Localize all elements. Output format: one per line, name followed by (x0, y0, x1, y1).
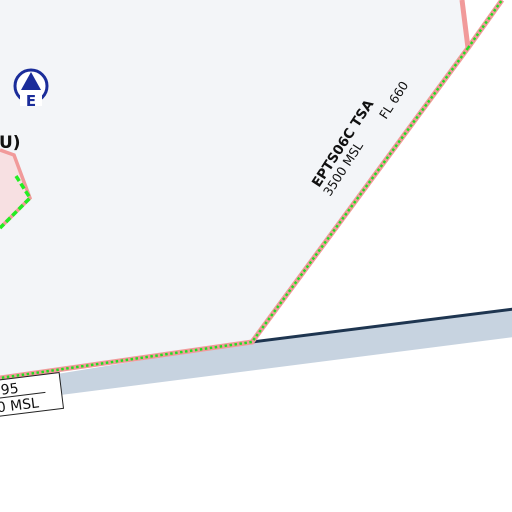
airway-label-line2: 0 MSL (0, 395, 40, 416)
restricted-zone-fragment[interactable] (0, 150, 30, 228)
waypoint-letter: E (26, 92, 36, 110)
restricted-zone-dashed (0, 175, 33, 230)
airway-label-box[interactable]: 95 0 MSL (0, 372, 65, 418)
waypoint-symbol-icon[interactable]: E (13, 68, 49, 110)
airway-label-line1: 95 (0, 381, 20, 399)
zone-label-partial: U) (0, 133, 21, 153)
tsa-boundary-upper (465, 0, 505, 50)
airway-edge-line (251, 307, 512, 344)
airway-corridor[interactable] (0, 308, 512, 404)
tsa-area[interactable] (0, 0, 468, 378)
tsa-boundary-dotted (0, 47, 470, 380)
